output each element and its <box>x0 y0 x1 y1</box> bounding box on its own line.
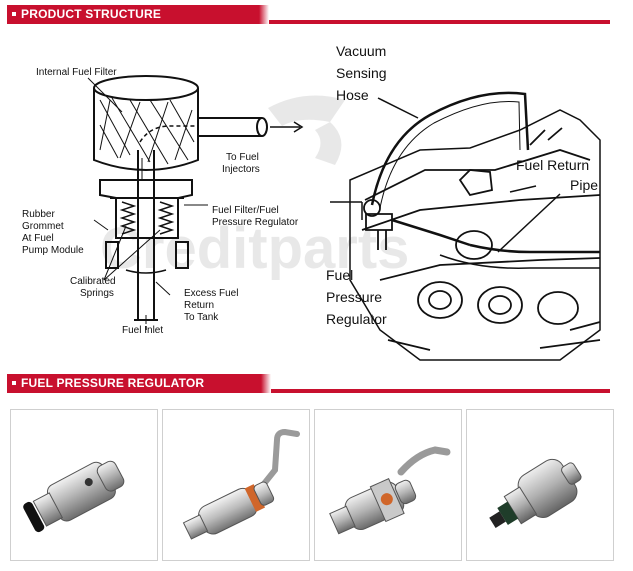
label-grommet-4: Pump Module <box>22 245 84 256</box>
section-header-fuel-pressure-regulator: FUEL PRESSURE REGULATOR <box>7 374 610 396</box>
bullet-icon <box>12 12 16 16</box>
bullet-icon <box>12 381 16 385</box>
product-structure-diagram: Creditparts <box>22 43 601 361</box>
regulator-photo-4[interactable] <box>466 409 614 561</box>
header-tab: PRODUCT STRUCTURE <box>7 5 269 24</box>
label-filter-regulator-1: Fuel Filter/Fuel <box>212 205 279 216</box>
label-vacuum-3: Hose <box>336 87 369 103</box>
label-grommet-2: Grommet <box>22 221 64 232</box>
label-excess-2: Return <box>184 300 214 311</box>
header-rule <box>7 389 610 393</box>
label-to-injectors-2: Injectors <box>222 164 260 175</box>
regulator-photo-1[interactable] <box>10 409 158 561</box>
left-leader-lines <box>87 77 208 324</box>
header-rule <box>7 20 610 24</box>
label-return-2: Pipe <box>570 177 598 193</box>
label-regulator-1: Fuel <box>326 267 353 283</box>
label-excess-3: To Tank <box>184 312 219 323</box>
label-vacuum-1: Vacuum <box>336 43 386 59</box>
label-vacuum-2: Sensing <box>336 65 387 81</box>
header-tab: FUEL PRESSURE REGULATOR <box>7 374 271 393</box>
header-fade <box>259 5 269 24</box>
regulator-photo-3[interactable] <box>314 409 462 561</box>
label-internal-filter: Internal Fuel Filter <box>36 67 117 78</box>
section-header-product-structure: PRODUCT STRUCTURE <box>7 5 610 27</box>
label-filter-regulator-2: Pressure Regulator <box>212 217 299 228</box>
label-springs-2: Springs <box>80 288 114 299</box>
label-regulator-2: Pressure <box>326 289 382 305</box>
section-title: PRODUCT STRUCTURE <box>21 7 162 21</box>
label-fuel-inlet: Fuel Inlet <box>122 325 163 336</box>
label-regulator-3: Regulator <box>326 311 387 327</box>
watermark-text: Creditparts <box>100 216 409 281</box>
watermark-logo: Creditparts <box>100 95 409 281</box>
label-grommet-3: At Fuel <box>22 233 54 244</box>
regulator-photo-2[interactable] <box>162 409 310 561</box>
regulator-photo-row <box>10 409 614 561</box>
section-title: FUEL PRESSURE REGULATOR <box>21 376 205 390</box>
right-leader-lines <box>330 97 561 253</box>
filter-regulator-cutaway <box>93 75 304 330</box>
engine-installation-sketch <box>349 91 601 361</box>
label-return-1: Fuel Return <box>516 157 589 173</box>
label-excess-1: Excess Fuel <box>184 288 238 299</box>
label-to-injectors-1: To Fuel <box>226 152 259 163</box>
label-grommet-1: Rubber <box>22 209 55 220</box>
header-fade <box>261 374 271 393</box>
label-springs-1: Calibrated <box>70 276 116 287</box>
